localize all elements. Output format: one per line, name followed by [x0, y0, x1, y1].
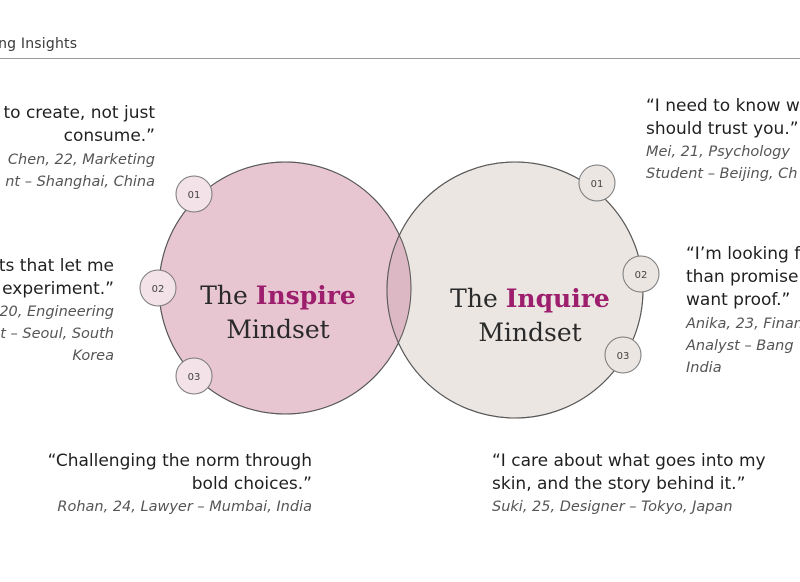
quote-text-line: “I need to know wh — [646, 96, 800, 116]
inquire-prefix: The — [450, 284, 506, 313]
attribution-left-1: Chen, 22, Marketing nt – Shanghai, China — [5, 149, 155, 193]
quote-text-line: than promise — [686, 267, 799, 287]
quote-right-1: “I need to know wh should trust you.” — [646, 95, 800, 141]
quote-text-line: cts that let me — [0, 256, 114, 276]
inspire-prefix: The — [200, 281, 256, 310]
marker-label: 02 — [152, 284, 165, 295]
inquire-mindset-line2: Mindset — [478, 318, 582, 347]
quote-text-line: should trust you.” — [646, 119, 799, 139]
attribution-line: Suki, 25, Designer – Tokyo, Japan — [492, 499, 733, 515]
quote-text-line: d experiment.” — [0, 279, 114, 299]
quote-right-2: “I’m looking fo than promise want proof.… — [686, 243, 800, 312]
attribution-line: Korea — [72, 348, 114, 364]
inspire-mindset-line2: Mindset — [226, 315, 330, 344]
attribution-right-1: Mei, 21, Psychology Student – Beijing, C… — [646, 141, 797, 185]
quote-text-line: want proof.” — [686, 290, 791, 310]
marker-label: 01 — [188, 190, 201, 201]
attribution-line: Mei, 21, Psychology — [646, 144, 790, 160]
attribution-left-3: Rohan, 24, Lawyer – Mumbai, India — [57, 496, 312, 518]
attribution-line: Chen, 22, Marketing — [7, 152, 155, 168]
attribution-right-3: Suki, 25, Designer – Tokyo, Japan — [492, 496, 733, 518]
attribution-line: India — [686, 360, 722, 376]
marker-label: 02 — [635, 270, 648, 281]
inspire-marker-01: 01 — [175, 175, 213, 213]
quote-text-line: t to create, not just — [0, 103, 155, 123]
quote-text-line: “I’m looking fo — [686, 244, 800, 264]
page-title: ing Insights — [0, 36, 78, 52]
quote-left-3: “Challenging the norm through bold choic… — [48, 450, 312, 496]
quote-text-line: “I care about what goes into my — [492, 451, 766, 471]
attribution-line: Student – Beijing, Ch — [646, 166, 798, 182]
attribution-line: Analyst – Bang — [686, 338, 794, 354]
attribution-line: t – Seoul, South — [0, 326, 114, 342]
quote-text-line: “Challenging the norm through — [47, 451, 312, 471]
quote-left-2: cts that let me d experiment.” — [0, 255, 114, 301]
attribution-line: Anika, 23, Finan — [686, 316, 800, 332]
attribution-line: Rohan, 24, Lawyer – Mumbai, India — [57, 499, 312, 515]
attribution-left-2: 20, Engineering t – Seoul, South Korea — [0, 301, 114, 367]
inquire-mindset-label: The Inquire Mindset — [430, 282, 630, 350]
quote-left-1: t to create, not just consume.” — [0, 102, 155, 148]
inspire-keyword: Inspire — [255, 281, 356, 310]
inspire-mindset-label: The Inspire Mindset — [180, 279, 376, 347]
attribution-right-2: Anika, 23, Finan Analyst – Bang India — [686, 313, 800, 379]
inquire-marker-02: 02 — [622, 255, 660, 293]
inspire-mindset-line1: The Inspire — [180, 279, 376, 313]
marker-label: 03 — [188, 372, 201, 383]
inspire-marker-03: 03 — [175, 357, 213, 395]
marker-label: 03 — [617, 351, 630, 362]
inquire-marker-01: 01 — [578, 164, 616, 202]
marker-label: 01 — [591, 179, 604, 190]
inquire-keyword: Inquire — [505, 284, 610, 313]
attribution-line: 20, Engineering — [0, 304, 114, 320]
attribution-line: nt – Shanghai, China — [5, 174, 155, 190]
quote-text-line: consume.” — [63, 126, 155, 146]
quote-right-3: “I care about what goes into my skin, an… — [492, 450, 766, 496]
header-divider — [0, 58, 800, 59]
quote-text-line: skin, and the story behind it.” — [492, 474, 746, 494]
quote-text-line: bold choices.” — [191, 474, 312, 494]
inquire-marker-03: 03 — [604, 336, 642, 374]
inspire-marker-02: 02 — [139, 269, 177, 307]
inquire-mindset-line1: The Inquire — [430, 282, 630, 316]
